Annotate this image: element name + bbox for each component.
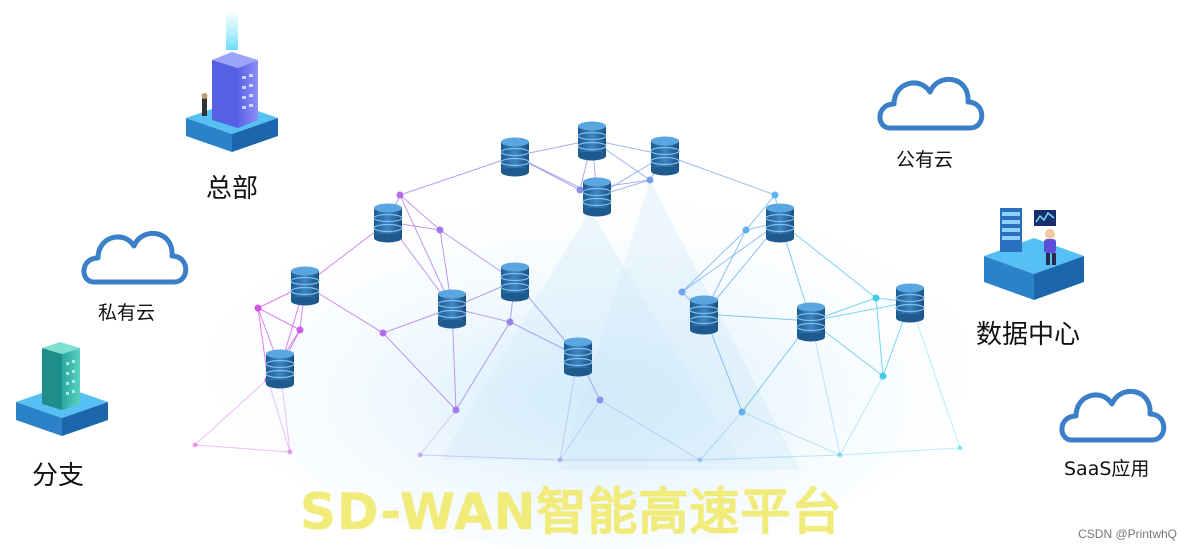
mesh-dot <box>417 452 423 458</box>
mesh-link <box>810 301 911 322</box>
mesh-link <box>664 154 776 196</box>
mesh-dot <box>771 191 779 199</box>
mesh-link <box>909 301 961 449</box>
mesh-link <box>399 194 453 309</box>
mesh-link <box>455 321 511 411</box>
database-nodes <box>265 121 925 389</box>
database-icon <box>582 177 612 217</box>
mesh-link <box>839 375 884 456</box>
mesh-dot <box>837 452 843 458</box>
watermark: CSDN @PrintwhQ <box>1078 527 1177 541</box>
mesh-link <box>779 221 877 299</box>
mesh-dot <box>436 226 444 234</box>
mesh-dot <box>879 372 887 380</box>
mesh-dot <box>576 186 584 194</box>
mesh-link <box>741 411 841 456</box>
database-icon <box>500 262 530 302</box>
public-cloud-label: 公有云 <box>896 149 954 171</box>
mesh-dot <box>872 294 880 302</box>
datacenter-icon <box>984 208 1084 300</box>
mesh-dot <box>697 457 703 463</box>
branch-label: 分支 <box>32 461 85 491</box>
database-icon <box>765 203 795 243</box>
datacenter-label: 数据中心 <box>976 320 1081 350</box>
mesh-dot <box>742 226 750 234</box>
database-icon <box>500 137 530 177</box>
mesh-dot <box>957 445 963 451</box>
mesh-link <box>745 194 776 231</box>
mesh-dot <box>452 406 460 414</box>
mesh-link <box>699 411 743 461</box>
mesh-link <box>419 454 561 461</box>
mesh-link <box>399 155 516 196</box>
database-icon <box>373 203 403 243</box>
database-icon <box>577 121 607 161</box>
mesh-link <box>382 332 457 411</box>
branch-building-icon <box>16 342 108 436</box>
saas-cloud-icon <box>1059 388 1167 443</box>
database-icon <box>689 295 719 335</box>
private-cloud-label: 私有云 <box>98 302 156 324</box>
database-icon <box>650 136 680 176</box>
mesh-link <box>559 399 601 461</box>
mesh-link <box>703 313 812 322</box>
mesh-dot <box>192 442 198 448</box>
mesh-link <box>681 221 781 293</box>
database-icon <box>563 337 593 377</box>
mesh-dot <box>296 326 304 334</box>
database-icon <box>290 266 320 306</box>
private-cloud-icon <box>81 230 189 285</box>
mesh-link <box>839 447 961 456</box>
mesh-link <box>267 379 291 453</box>
database-icon <box>796 302 826 342</box>
mesh-dot <box>396 191 404 199</box>
mesh-dot <box>738 408 746 416</box>
mesh-dot <box>596 396 604 404</box>
mesh-dot <box>557 457 563 463</box>
mesh-dot <box>254 304 262 312</box>
mesh-link <box>875 297 884 377</box>
mesh-link <box>599 399 701 461</box>
mesh-link <box>699 454 841 461</box>
mesh-dot <box>646 176 654 184</box>
saas-label: SaaS应用 <box>1064 458 1150 480</box>
hq-label: 总部 <box>206 174 259 204</box>
mesh-link <box>419 409 457 456</box>
database-icon <box>895 283 925 323</box>
database-icon <box>265 349 295 389</box>
mesh-link <box>194 444 291 453</box>
hq-building-icon <box>186 10 278 152</box>
database-icon <box>437 289 467 329</box>
public-cloud-icon <box>877 76 985 131</box>
platform-title: SD-WAN智能高速平台 <box>300 483 843 541</box>
mesh-link <box>681 229 747 293</box>
mesh-dot <box>379 329 387 337</box>
mesh-dot <box>287 449 293 455</box>
mesh-link <box>399 194 441 231</box>
mesh-dot <box>678 288 686 296</box>
mesh-link <box>810 320 841 456</box>
mesh-dot <box>506 318 514 326</box>
